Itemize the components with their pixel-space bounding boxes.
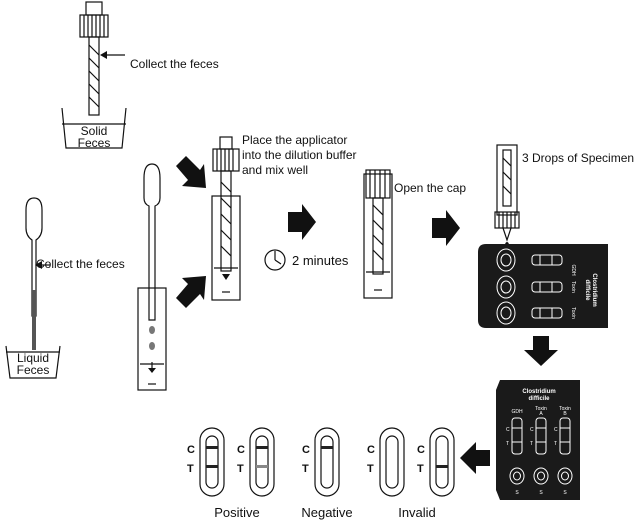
arrow-pointer-icon — [35, 261, 50, 269]
rotated-name-2: difficile — [584, 279, 590, 301]
place-applicator-line-1: Place the applicator — [242, 133, 347, 147]
gdh-label: GDH — [511, 409, 523, 415]
test-cassette-rotated: GDH Toxin Toxin Clostridium difficile — [478, 244, 608, 328]
rotated-name-1: Clostridium — [591, 273, 597, 306]
liquid-feces-cup — [5, 345, 61, 379]
cassette-t-label: T — [530, 441, 533, 447]
arrow-down-right-icon — [176, 156, 206, 188]
place-applicator-line-3: and mix well — [242, 163, 308, 177]
control-line-label: C — [417, 444, 425, 456]
negative-label: Negative — [301, 505, 352, 520]
collect-liquid-label: Collect the feces — [36, 257, 125, 271]
control-line-label: C — [187, 444, 195, 456]
feces-label-solid: Feces — [78, 136, 111, 150]
arrow-left-icon — [460, 442, 490, 474]
arrow-right-icon — [432, 210, 460, 246]
cassette-t-label: T — [554, 441, 557, 447]
open-cap-tube — [363, 169, 393, 299]
rotated-toxin-b-label: Toxin — [570, 307, 576, 319]
toxin-b-label-1: Toxin — [559, 406, 571, 412]
arrow-pointer-icon — [100, 51, 125, 59]
sample-well-label: S — [539, 490, 543, 496]
feces-label-liquid: Feces — [17, 363, 50, 377]
control-line-label: C — [237, 444, 245, 456]
open-cap-label: Open the cap — [394, 181, 466, 195]
drops-label: 3 Drops of Specimen — [522, 151, 634, 165]
cassette-c-label: C — [506, 427, 510, 433]
dropper-into-tube — [137, 163, 167, 391]
arrow-right-icon — [288, 204, 316, 240]
sample-well-label: S — [515, 490, 519, 496]
test-line-label: T — [367, 463, 374, 475]
liquid-dropper — [25, 197, 43, 350]
timer-label: 2 minutes — [292, 253, 349, 268]
sample-well-label: S — [563, 490, 567, 496]
liquid-label: Liquid — [17, 351, 49, 365]
arrow-down-icon — [524, 336, 558, 366]
cassette-c-label: C — [554, 427, 558, 433]
toxin-b-label-2: B — [563, 411, 567, 417]
timer-icon — [264, 249, 286, 271]
test-line-label: T — [302, 463, 309, 475]
applicator-in-buffer — [211, 136, 241, 301]
test-line-label: T — [237, 463, 244, 475]
control-line-label: C — [367, 444, 375, 456]
test-line-label: T — [187, 463, 194, 475]
cassette-name-2: difficile — [528, 396, 550, 402]
result-window-invalid-2 — [429, 427, 455, 497]
rotated-toxin-a-label: Toxin — [570, 281, 576, 293]
result-window-negative — [314, 427, 340, 497]
dropping-tube — [494, 144, 520, 248]
test-line-label: T — [417, 463, 424, 475]
toxin-a-label-2: A — [539, 411, 543, 417]
cassette-t-label: T — [506, 441, 509, 447]
cassette-c-label: C — [530, 427, 534, 433]
result-window-invalid-1 — [379, 427, 405, 497]
toxin-a-label-1: Toxin — [535, 406, 547, 412]
solid-label: Solid — [81, 124, 108, 138]
positive-label: Positive — [214, 505, 260, 520]
rotated-gdh-label: GDH — [570, 264, 576, 276]
arrow-up-right-icon — [176, 276, 206, 308]
cassette-name-1: Clostridium — [522, 389, 555, 395]
control-line-label: C — [302, 444, 310, 456]
result-window-positive-2 — [249, 427, 275, 497]
solid-applicator — [79, 1, 109, 116]
test-cassette-upright: Clostridium difficile GDH Toxin A Toxin … — [496, 380, 580, 500]
place-applicator-line-2: into the dilution buffer — [242, 148, 357, 162]
solid-feces-cup — [61, 107, 127, 149]
invalid-label: Invalid — [398, 505, 436, 520]
result-window-positive-1 — [199, 427, 225, 497]
collect-solid-label: Collect the feces — [130, 57, 219, 71]
